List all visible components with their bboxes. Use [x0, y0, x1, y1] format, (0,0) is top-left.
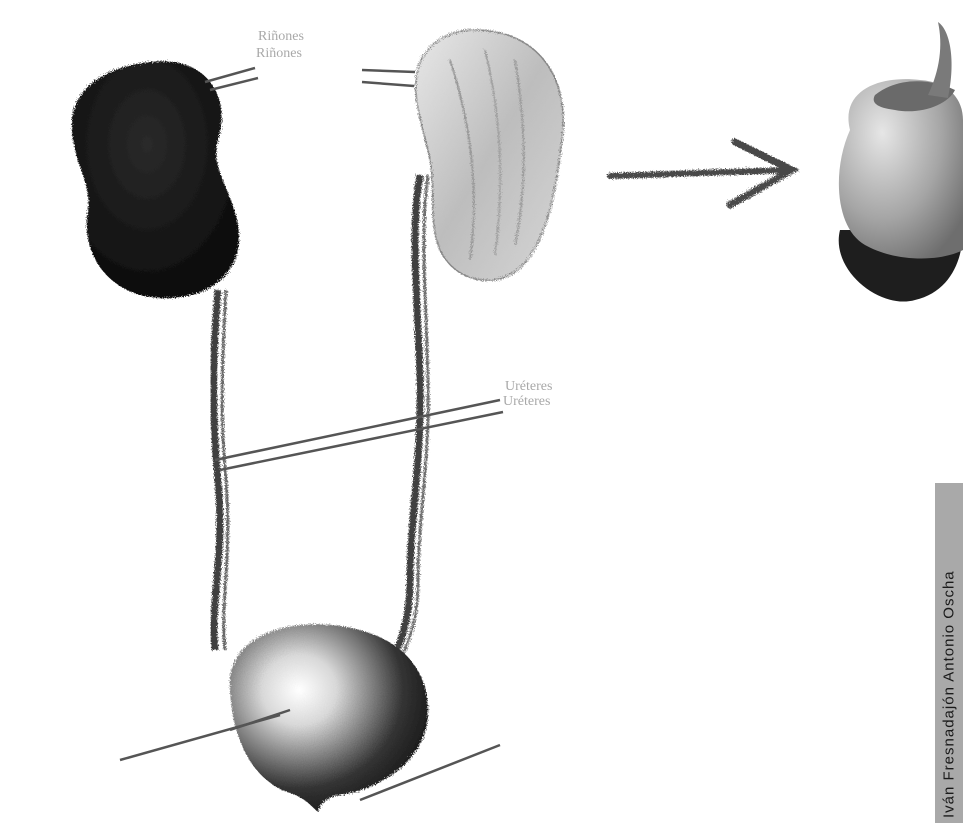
right-kidney [416, 30, 564, 280]
bell-pepper-photo [839, 22, 963, 302]
label-middle-echo: Uréteres [503, 394, 550, 409]
left-kidney [72, 61, 239, 298]
label-top: Riñones [258, 29, 304, 44]
photo-credit: Iván Fresnadajón Antonio Oscha [941, 570, 958, 818]
label-middle: Uréteres [505, 379, 552, 394]
label-top-echo: Riñones [256, 46, 302, 61]
arrow-icon [610, 142, 792, 205]
